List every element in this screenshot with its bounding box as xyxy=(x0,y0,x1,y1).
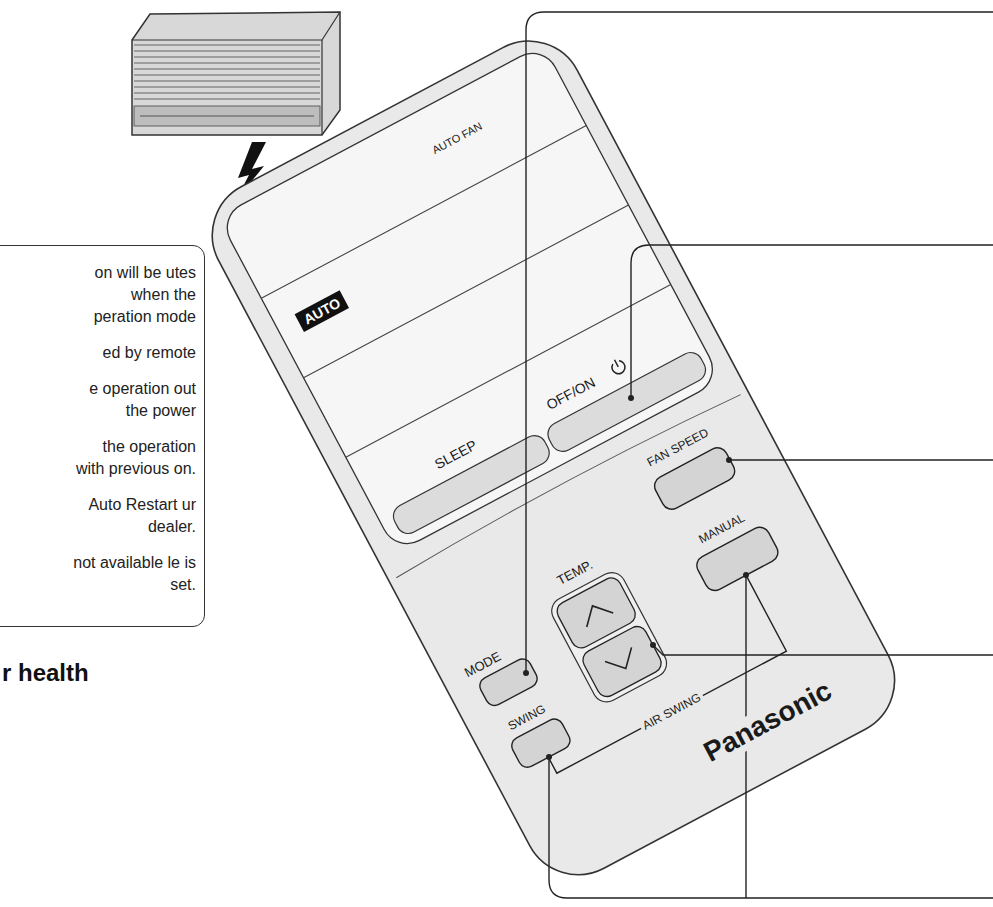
button-label: FAN SPEED xyxy=(643,425,714,471)
remote-body xyxy=(193,22,914,894)
button-label: MODE xyxy=(459,649,505,683)
brand-logo: Panasonic xyxy=(696,674,839,770)
section-heading: r health xyxy=(2,660,89,686)
note-text: e operation out the power xyxy=(71,378,196,422)
indoor-unit xyxy=(132,12,340,135)
button-label: TEMP. xyxy=(552,557,598,590)
button-label: SWING xyxy=(504,701,551,735)
button-label: OFF/ON xyxy=(541,374,600,415)
button-label: MANUAL xyxy=(694,510,750,548)
leader-lines xyxy=(526,12,993,898)
note-text: not available le is set. xyxy=(71,552,196,596)
power-symbol xyxy=(609,357,628,376)
leader-dots xyxy=(523,395,749,760)
note-text: ed by remote xyxy=(71,342,196,364)
note-text: Auto Restart ur dealer. xyxy=(71,494,196,538)
note-text: on will be utes when the peration mode xyxy=(71,262,196,328)
mode-indicator: AUTO xyxy=(295,290,350,332)
note-box: on will be utes when the peration mode ed… xyxy=(0,245,205,627)
button-label: SLEEP xyxy=(430,437,482,475)
indicator-text: AUTO xyxy=(301,295,343,328)
indicator-label: AUTO FAN xyxy=(427,118,486,157)
note-text: the operation with previous on. xyxy=(71,436,196,480)
bracket-label: AIR SWING xyxy=(638,690,706,735)
